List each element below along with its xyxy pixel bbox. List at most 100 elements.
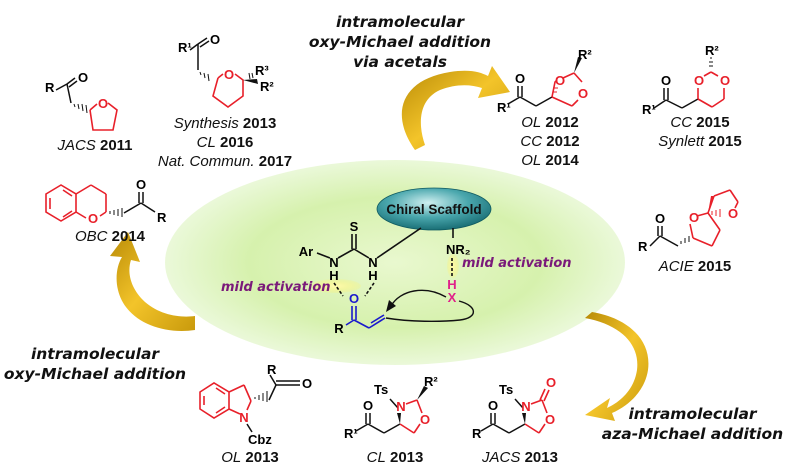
reference: Synlett 2015	[658, 133, 742, 150]
label-o: O	[546, 375, 556, 390]
reference: CL 2016	[196, 134, 254, 151]
label-r2: R²	[578, 47, 592, 62]
label-n: N	[396, 399, 405, 414]
label-o: O	[488, 398, 498, 413]
label-o: O	[661, 73, 671, 88]
atom-nr2: NR₂	[446, 242, 471, 257]
label-r2: R²	[260, 79, 274, 94]
label-o: O	[98, 96, 108, 111]
caption-line: intramolecular	[335, 13, 465, 31]
atom-s: S	[350, 219, 359, 234]
refs-thf: JACS 2011	[45, 136, 145, 155]
compound-spiroketal: O R O O	[638, 189, 739, 254]
reference: Nat. Commun. 2017	[157, 153, 293, 170]
caption-left: intramolecular oxy-Michael addition	[0, 344, 190, 384]
label-r: R	[638, 239, 648, 254]
label-r1: R¹	[344, 426, 358, 441]
enone-bonds	[345, 306, 386, 329]
reference: Synthesis 2013	[173, 115, 277, 132]
label-o: O	[363, 398, 373, 413]
caption-line: intramolecular	[30, 345, 160, 363]
label-o: O	[210, 32, 220, 47]
hbond-glow-left	[311, 279, 361, 293]
reference: ACIE 2015	[658, 258, 732, 275]
arrow-top	[401, 66, 510, 150]
label-o: O	[136, 177, 146, 192]
label-n: N	[239, 410, 248, 425]
label-o: O	[578, 86, 588, 101]
scaffold-label: Chiral Scaffold	[386, 202, 481, 217]
atom-x: X	[448, 290, 457, 305]
refs-chromane: OBC 2014	[55, 227, 165, 246]
reference: OBC 2014	[74, 228, 146, 245]
reference: CC 2012	[520, 133, 580, 150]
compound-dioxane: R¹ O O O R²	[642, 43, 730, 117]
atom-h: H	[329, 268, 338, 283]
caption-line: intramolecular	[628, 405, 757, 423]
refs-oxazolidine: CL 2013	[345, 448, 445, 467]
cyclization-arrow-tail	[385, 300, 475, 323]
reference: JACS 2013	[482, 449, 558, 466]
arrow-right	[585, 312, 649, 421]
refs-oxazolidinone: JACS 2013	[465, 448, 575, 467]
label-o: O	[302, 376, 312, 391]
caption-top: intramolecular oxy-Michael addition via …	[300, 12, 500, 72]
refs-dioxolane: OL 2012 CC 2012 OL 2014	[500, 113, 600, 170]
reference: CC 2015	[670, 114, 730, 131]
label-r: R	[45, 80, 55, 95]
label-o: O	[420, 412, 430, 427]
label-r: R	[267, 362, 277, 377]
refs-indoline: OL 2013	[200, 448, 300, 467]
caption-line: via acetals	[353, 53, 447, 71]
arrowhead-icon	[386, 300, 396, 312]
label-o: O	[689, 210, 699, 225]
label-o: O	[655, 211, 665, 226]
hash-bond	[73, 103, 88, 114]
refs-dioxane: CC 2015 Synlett 2015	[640, 113, 760, 151]
caption-line: aza-Michael addition	[601, 425, 784, 443]
arrow-left	[110, 232, 195, 331]
thiourea-bonds	[316, 227, 454, 297]
label-o: O	[224, 67, 234, 82]
label-o: O	[515, 71, 525, 86]
compound-dioxolane: R¹ O O O R²	[497, 47, 592, 115]
label-o: O	[545, 412, 555, 427]
label-o: O	[728, 206, 738, 221]
label-r: R	[157, 210, 167, 225]
reference: OL 2012	[521, 114, 579, 131]
label-r2: R²	[424, 374, 438, 389]
label-ts: Ts	[499, 382, 513, 397]
cyclization-arrow	[390, 289, 447, 307]
atom-h: H	[447, 277, 456, 292]
hbond-glow-right	[447, 254, 459, 278]
caption-line: oxy-Michael addition	[308, 33, 492, 51]
caption-right: intramolecular aza-Michael addition	[595, 404, 790, 444]
reference: CL 2013	[366, 449, 424, 466]
label-o: O	[694, 73, 704, 88]
compound-thf: R O O	[45, 70, 118, 131]
atom-h: H	[368, 268, 377, 283]
compound-oxazolidinone: R O N O O Ts	[472, 375, 556, 441]
reference: OL 2014	[521, 152, 579, 169]
compound-indoline: N R O Cbz	[199, 362, 312, 447]
label-o: O	[555, 73, 565, 88]
label-cbz: Cbz	[248, 432, 272, 447]
refs-spiroketal: ACIE 2015	[640, 257, 750, 276]
label-o: O	[720, 73, 730, 88]
label-ts: Ts	[374, 382, 388, 397]
label-r1: R¹	[178, 40, 192, 55]
atom-r: R	[334, 321, 344, 336]
label-r1: R¹	[497, 100, 511, 115]
label-o: O	[88, 211, 98, 226]
compound-chromane: O O R	[45, 177, 167, 226]
atom-n: N	[329, 255, 338, 270]
refs-thp: Synthesis 2013 CL 2016 Nat. Commun. 2017	[145, 114, 305, 171]
chiral-scaffold: Chiral Scaffold	[376, 187, 492, 231]
label-r2: R²	[705, 43, 719, 58]
mild-activation-left: mild activation	[221, 280, 331, 295]
label-r: R	[472, 426, 482, 441]
reference: OL 2013	[221, 449, 279, 466]
label-o: O	[78, 70, 88, 85]
